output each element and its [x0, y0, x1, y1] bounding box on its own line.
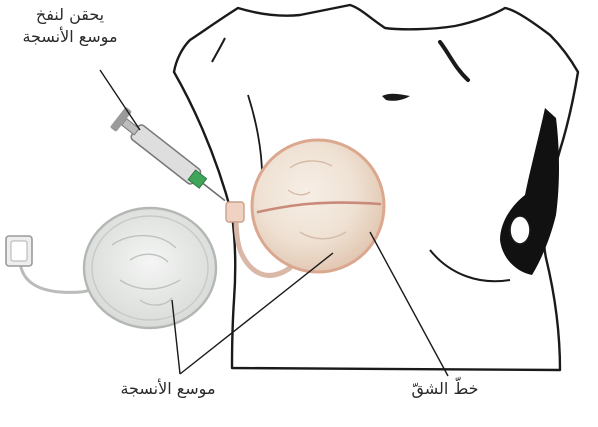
- injector-label-line1: يحقن لنفخ: [22, 4, 118, 26]
- incision-label: خطّ الشقّ: [390, 378, 500, 400]
- reservoir: [84, 208, 216, 328]
- tissue-expander: [252, 140, 384, 272]
- expander-label: موسع الأنسجة: [88, 378, 248, 400]
- injector-label: يحقن لنفخ موسع الأنسجة: [22, 4, 118, 47]
- nipple: [510, 216, 530, 244]
- expander-label-text: موسع الأنسجة: [88, 378, 248, 400]
- injection-port: [226, 202, 244, 222]
- incision-label-text: خطّ الشقّ: [390, 378, 500, 400]
- injector-label-line2: موسع الأنسجة: [22, 26, 118, 48]
